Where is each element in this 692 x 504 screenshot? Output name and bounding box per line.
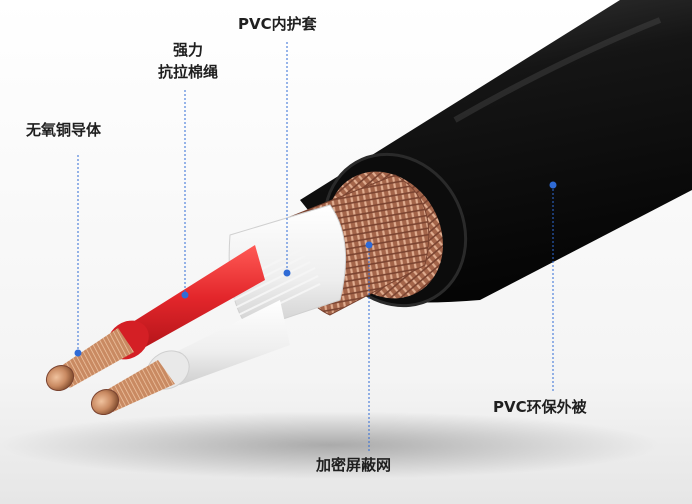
white-conductor-insulation xyxy=(159,300,290,385)
red-copper-core-end xyxy=(45,364,75,392)
label-pvc-outer-jacket: PVC环保外被 xyxy=(493,398,587,416)
leader-dot-inner-sheath xyxy=(283,269,291,277)
red-conductor-insulation xyxy=(119,245,265,350)
label-strength-cord-line2: 抗拉棉绳 xyxy=(157,63,218,81)
leader-dot-outer-jacket xyxy=(549,181,557,189)
floor-shadow xyxy=(0,411,660,479)
jacket-highlight xyxy=(453,17,662,123)
leader-dot-shield xyxy=(365,241,373,249)
label-shield-mesh: 加密屏蔽网 xyxy=(316,456,392,474)
label-copper-conductor: 无氧铜导体 xyxy=(26,121,102,139)
leader-dot-strength-cord xyxy=(181,291,189,299)
label-strength-cord-line1: 强力 xyxy=(172,41,203,59)
red-copper-strands xyxy=(55,328,134,388)
leader-dot-copper xyxy=(74,349,82,357)
label-pvc-inner-sheath: PVC内护套 xyxy=(238,15,317,33)
white-copper-core-end xyxy=(90,388,120,416)
